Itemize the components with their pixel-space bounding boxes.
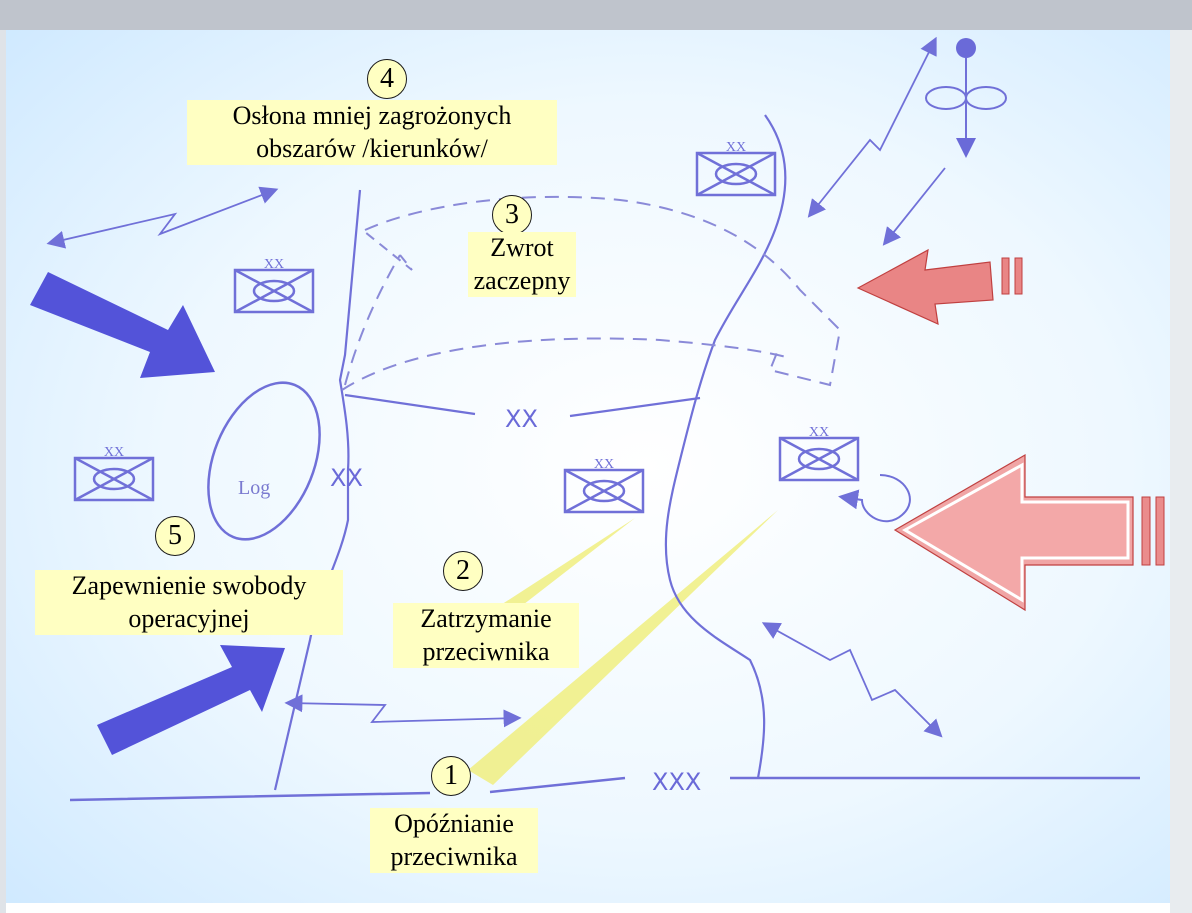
communication-link-icon [46, 186, 279, 249]
division-unit-icon: XX [695, 140, 777, 197]
division-unit-icon: XX [563, 457, 645, 514]
division-unit-icon: XX [73, 445, 155, 502]
label-stopping-enemy: Zatrzymanie przeciwnika [393, 603, 579, 668]
division-boundary-horizontal [344, 393, 476, 416]
enemy-attack-arrow-icon [893, 453, 1165, 612]
division-boundary-label-horizontal: XX [505, 405, 538, 433]
division-unit-icon: XX [233, 257, 315, 314]
corps-boundary-line [69, 776, 626, 802]
step-number-1: 1 [431, 756, 471, 796]
logistics-area-icon [207, 381, 321, 541]
diagram-background [6, 30, 1170, 903]
step-number-4: 4 [367, 59, 407, 99]
unit-echelon-label: XX [809, 425, 829, 440]
callout-beam-2 [490, 518, 635, 625]
label-counterattack: Zwrot zaczepny [468, 232, 576, 297]
top-border [0, 0, 1192, 30]
communication-link-icon [807, 36, 937, 218]
unit-echelon-label: XX [264, 257, 284, 272]
step-number-3: 3 [492, 195, 532, 235]
communication-link-icon [284, 694, 522, 728]
step-number-2: 2 [443, 551, 483, 591]
counterattack-outer-path [344, 195, 842, 387]
front-line [664, 114, 787, 779]
maneuver-loop-arrow [838, 474, 911, 523]
division-unit-icon: XX [778, 425, 860, 482]
label-cover-less-threatened-areas: Osłona mniej zagrożonych obszarów /kieru… [187, 100, 557, 165]
helicopter-symbol-icon [925, 38, 1007, 158]
unit-echelon-label: XX [104, 445, 124, 460]
communication-link-icon [761, 622, 943, 738]
label-freedom-of-operation: Zapewnienie swobody operacyjnej [35, 570, 343, 635]
division-boundary-label: XX [330, 464, 363, 492]
logistics-label: Log [238, 477, 271, 499]
corps-boundary-label: XXX [652, 768, 702, 796]
friendly-attack-arrow-icon [97, 645, 285, 755]
callout-beam-1 [468, 510, 778, 785]
counterattack-inner-path [341, 337, 791, 391]
enemy-attack-arrow-icon [856, 248, 1023, 325]
unit-echelon-label: XX [594, 457, 614, 472]
unit-echelon-label: XX [726, 140, 746, 155]
friendly-attack-arrow-icon [30, 272, 215, 378]
step-number-5: 5 [155, 516, 195, 556]
label-delaying-enemy: Opóźnianie przeciwnika [370, 808, 538, 873]
